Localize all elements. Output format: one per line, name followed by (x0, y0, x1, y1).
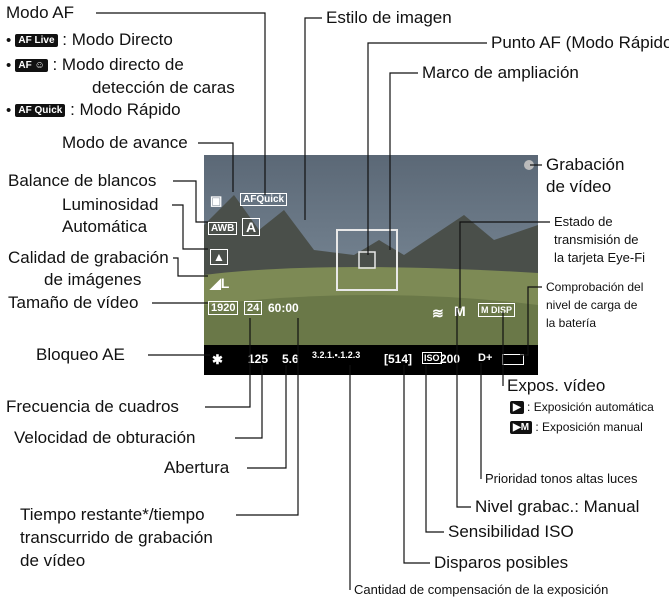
expos-manual-badge: ▶M (510, 421, 533, 435)
expos-auto-badge: ▶ (510, 401, 524, 415)
recording-dot (524, 160, 534, 170)
alo-indicator: ▲ (210, 249, 228, 265)
time-indicator: 60:00 (268, 301, 299, 315)
shots-indicator: [514] (384, 352, 413, 366)
fps-indicator: 24 (244, 301, 263, 315)
drive-mode-icon: ▣ (210, 193, 223, 208)
label-modo-avance: Modo de avance (62, 133, 188, 152)
af-quick-badge: AF Quick (15, 104, 66, 118)
label-calidad-1: Calidad de grabación (8, 248, 169, 267)
quality-indicator: ◢L (210, 275, 230, 291)
expos-manual: ▶M : Exposición manual (510, 420, 643, 435)
label-grabacion-2: de vídeo (546, 177, 612, 196)
label-velocidad: Velocidad de obturación (14, 428, 196, 447)
af-live-badge: AF Live (15, 34, 58, 48)
label-marco: Marco de ampliación (422, 63, 579, 82)
landscape-scene (204, 155, 538, 375)
magnify-frame (336, 229, 398, 291)
label-luminosidad-1: Luminosidad (62, 195, 159, 214)
label-luminosidad-2: Automática (62, 217, 148, 236)
movie-exposure-indicator: M DISP (478, 303, 516, 317)
label-modo-af: Modo AF (6, 3, 75, 22)
label-expos-video: Expos. vídeo (507, 376, 606, 395)
label-tamano-video: Tamaño de vídeo (8, 293, 139, 312)
htp-indicator: D+ (478, 352, 493, 364)
awb-indicator: AWB (208, 222, 238, 235)
exposure-scale: 3.2.1.▪.1.2.3 (312, 350, 361, 360)
label-tiempo-3: de vídeo (20, 551, 86, 570)
label-tiempo-2: transcurrido de grabación (20, 528, 213, 547)
camera-screen: ▣ AFQuick AWB A ▲ ◢L 1920 24 60:00 ≋ M M… (204, 155, 538, 375)
label-prioridad: Prioridad tonos altas luces (485, 471, 638, 486)
label-frecuencia: Frecuencia de cuadros (6, 397, 179, 416)
label-bloqueo-ae: Bloqueo AE (36, 345, 125, 364)
modo-af-item-face: • AF ☺ : Modo directo de (6, 55, 184, 74)
label-bateria-2: nivel de carga de (546, 298, 638, 312)
ae-lock-indicator: ✱ (212, 352, 223, 367)
label-bateria-3: la batería (546, 316, 597, 330)
modo-af-item-live: • AF Live : Modo Directo (6, 30, 173, 49)
label-compensacion: Cantidad de compensación de la exposició… (354, 582, 609, 597)
info-bar (204, 345, 538, 375)
meadow-front (204, 295, 538, 345)
label-eyefi-2: transmisión de (554, 232, 639, 247)
modo-af-item-quick: • AF Quick : Modo Rápido (6, 100, 181, 119)
video-size-indicator: 1920 (208, 301, 239, 315)
label-nivel: Nivel grabac.: Manual (475, 497, 640, 516)
label-eyefi-3: la tarjeta Eye-Fi (554, 250, 646, 265)
iso-value: 200 (440, 352, 461, 366)
af-quick-indicator: AFQuick (240, 193, 288, 206)
label-tiempo-1: Tiempo restante*/tiempo (20, 505, 205, 524)
af-face-badge: AF ☺ (15, 59, 48, 73)
picture-style-indicator: A (242, 218, 261, 236)
label-bateria-1: Comprobación del (546, 280, 644, 294)
label-disparos: Disparos posibles (434, 553, 569, 572)
label-calidad-2: de imágenes (44, 270, 142, 289)
expos-auto: ▶ : Exposición automática (510, 400, 654, 415)
label-grabacion-1: Grabación (546, 155, 625, 174)
label-eyefi-1: Estado de (554, 214, 613, 229)
label-iso: Sensibilidad ISO (448, 522, 574, 541)
eyefi-icon: ≋ (432, 305, 444, 321)
label-balance: Balance de blancos (8, 171, 157, 190)
shutter-indicator: 125 (248, 352, 269, 366)
iso-badge: ISO (422, 352, 442, 364)
aperture-indicator: 5.6 (282, 352, 299, 366)
af-point (358, 251, 376, 269)
label-abertura: Abertura (164, 458, 230, 477)
label-estilo: Estilo de imagen (326, 8, 452, 27)
modo-af-item-face-2: detección de caras (92, 78, 235, 97)
label-punto-af: Punto AF (Modo Rápido) (491, 33, 669, 52)
mic-level-indicator: M (454, 303, 466, 319)
